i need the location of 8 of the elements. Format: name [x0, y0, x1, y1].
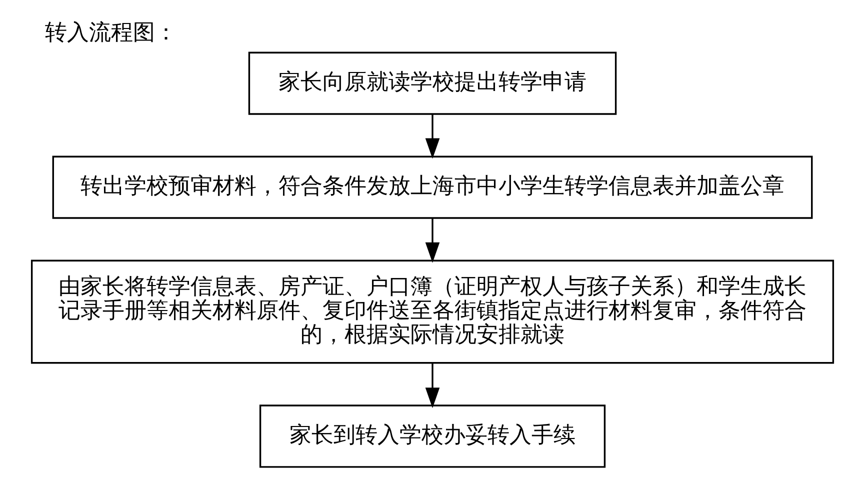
diagram-title: 转入流程图： — [44, 20, 177, 46]
arrow — [424, 218, 440, 263]
node-box: 由家长将转学信息表、房产证、户口簿（证明产权人与孩子关系）和学生成长记录手册等相关材料原件、复印件送至各街镇指定点进行材料复审，条件符合的，根据实际情况安排就读 — [30, 260, 834, 364]
node-box: 转出学校预审材料，符合条件发放上海市中小学生转学信息表并加盖公章 — [52, 156, 812, 219]
node-box: 家长到转入学校办妥转入手续 — [258, 404, 606, 468]
node-box: 家长向原就读学校提出转学申请 — [248, 52, 616, 115]
arrow — [424, 363, 440, 408]
arrow — [424, 114, 440, 159]
